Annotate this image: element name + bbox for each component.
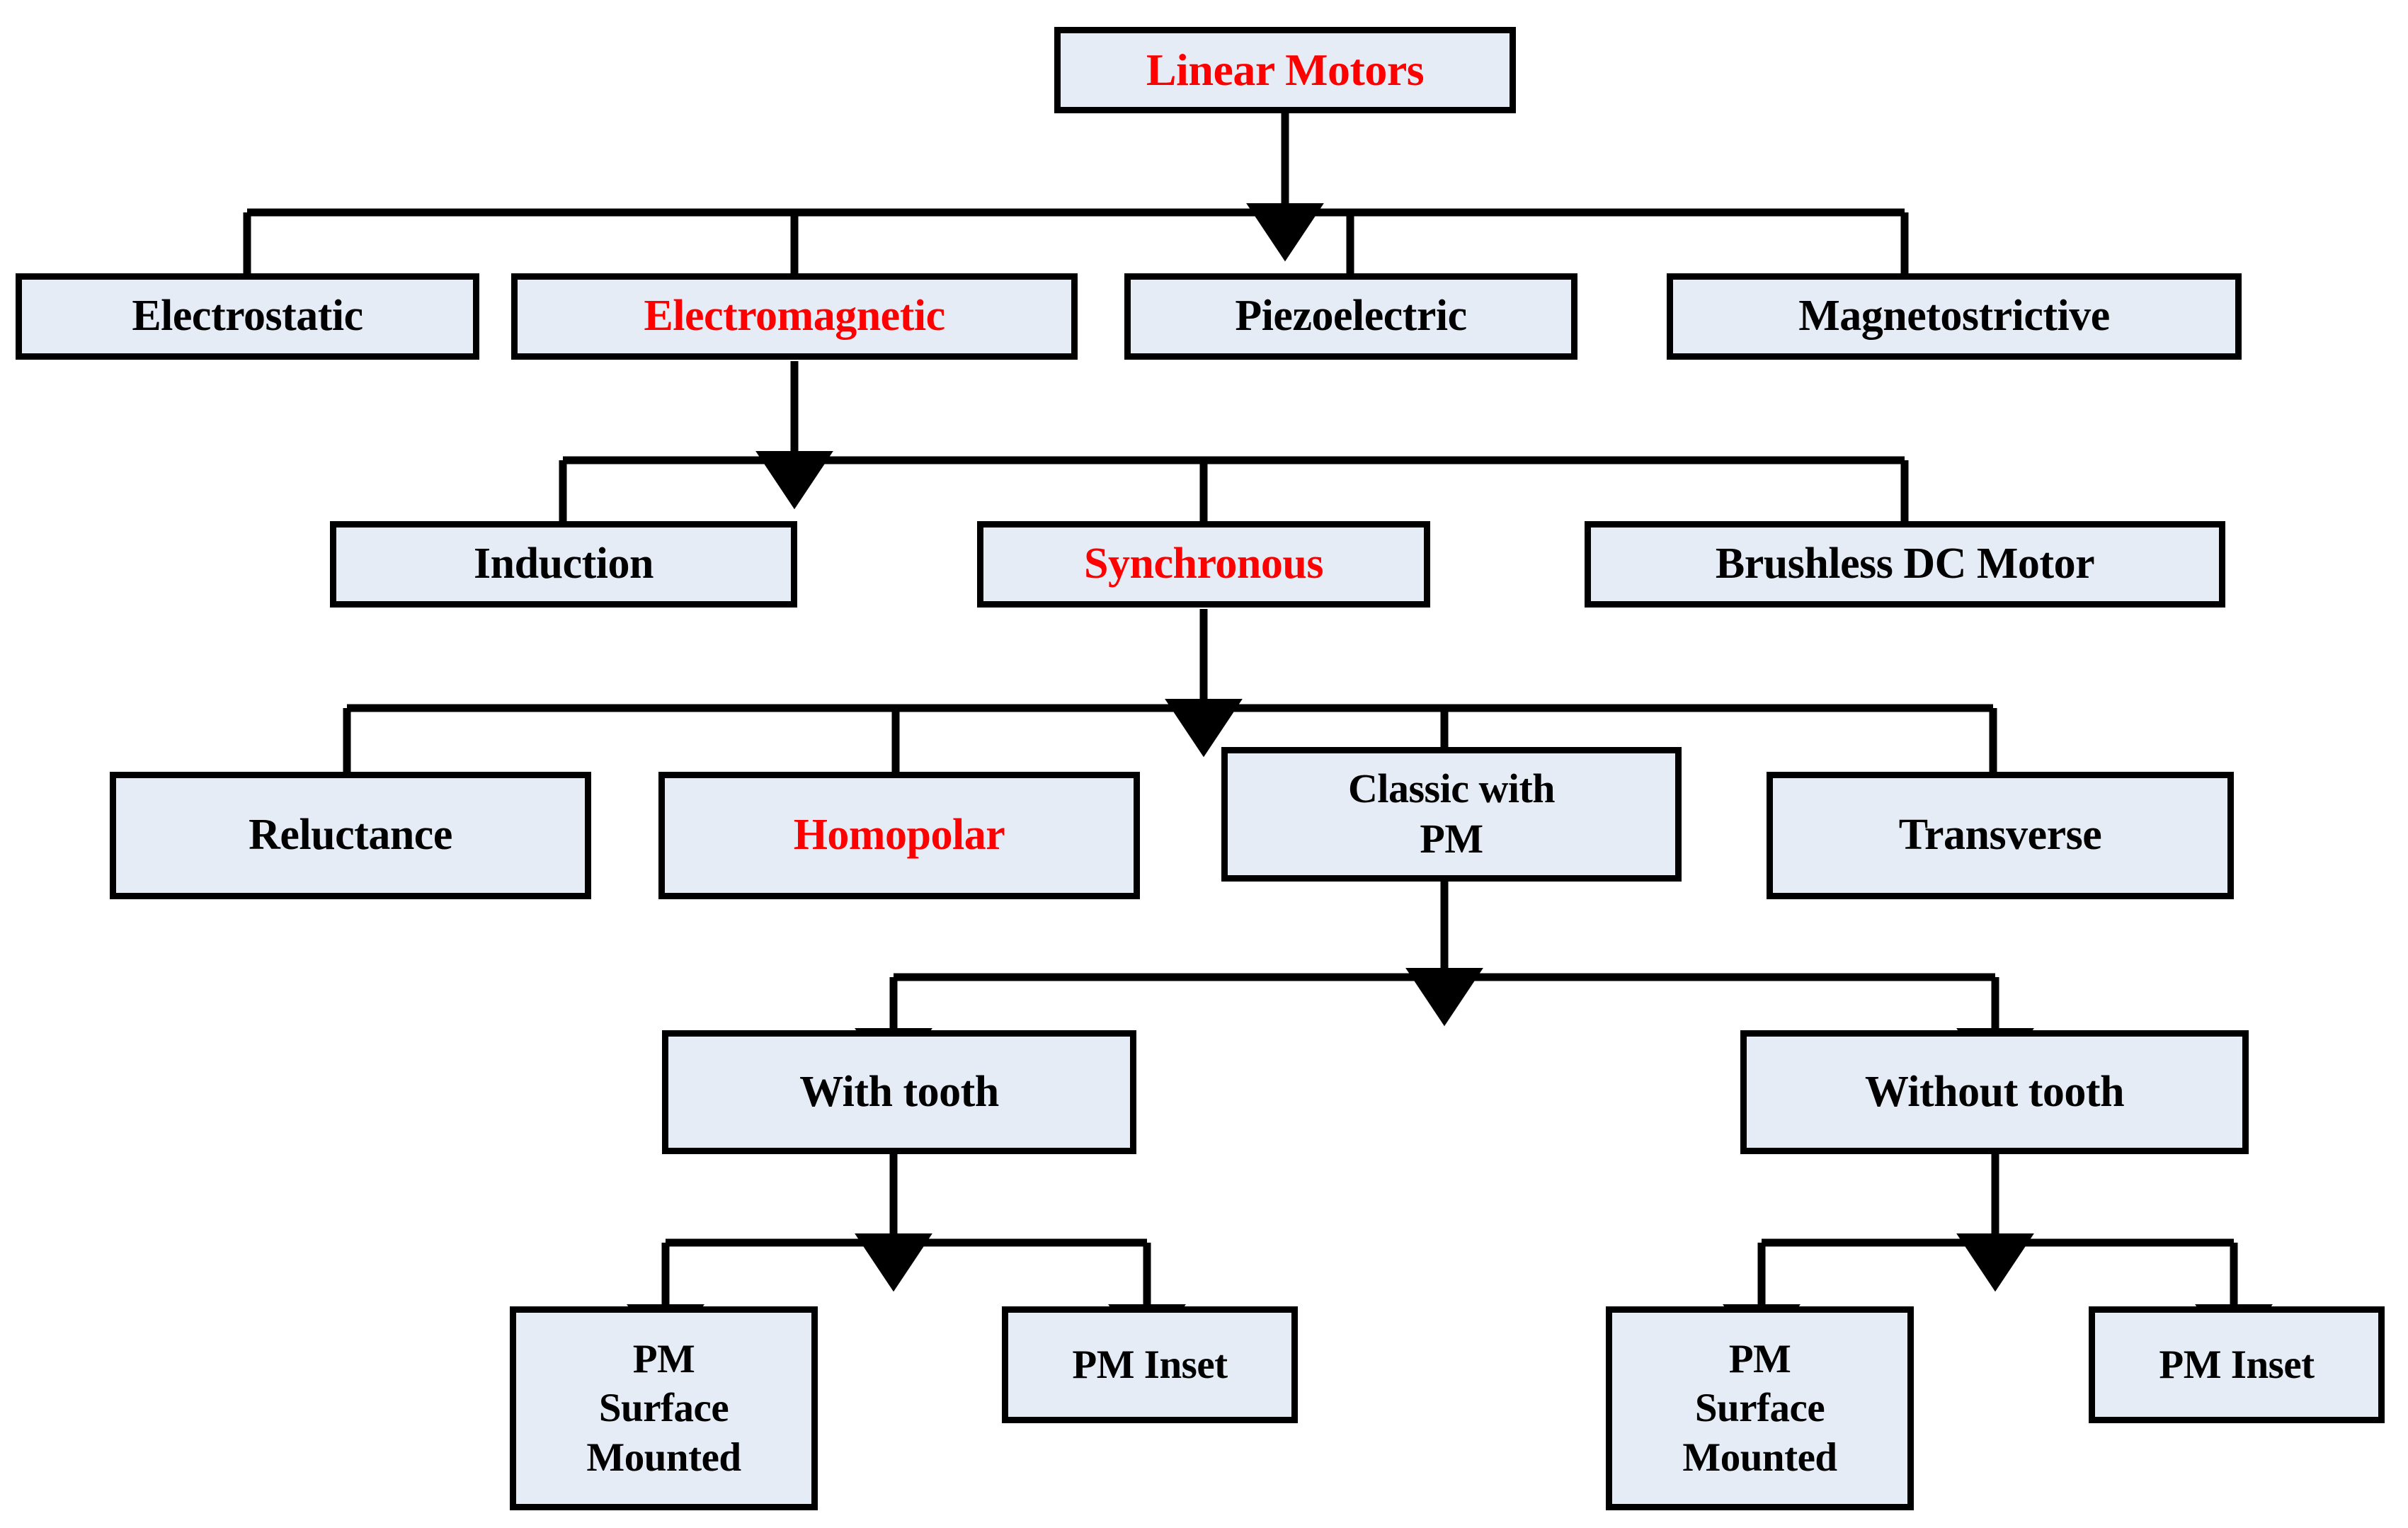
node-electromagnetic[interactable]: Electromagnetic bbox=[511, 273, 1078, 360]
node-label: Without tooth bbox=[1864, 1067, 2125, 1116]
node-synchronous[interactable]: Synchronous bbox=[977, 521, 1430, 608]
node-label: Brushless DC Motor bbox=[1715, 540, 2095, 588]
node-label: With tooth bbox=[799, 1067, 999, 1116]
node-label: PM Inset bbox=[2159, 1342, 2315, 1387]
node-label: Linear Motors bbox=[1146, 44, 1425, 95]
node-pm-inset-left[interactable]: PM Inset bbox=[1002, 1306, 1298, 1423]
node-pm-surface-mounted-left[interactable]: PM Surface Mounted bbox=[510, 1306, 818, 1510]
node-induction[interactable]: Induction bbox=[330, 521, 797, 608]
node-piezoelectric[interactable]: Piezoelectric bbox=[1124, 273, 1577, 360]
node-label: Synchronous bbox=[1084, 540, 1323, 588]
node-label: PM Surface Mounted bbox=[1682, 1336, 1837, 1480]
node-label: Induction bbox=[474, 540, 654, 588]
node-label: Piezoelectric bbox=[1235, 292, 1467, 341]
node-magnetostrictive[interactable]: Magnetostrictive bbox=[1667, 273, 2242, 360]
node-reluctance[interactable]: Reluctance bbox=[110, 772, 591, 899]
node-homopolar[interactable]: Homopolar bbox=[658, 772, 1140, 899]
node-label: Reluctance bbox=[249, 811, 452, 860]
node-linear-motors[interactable]: Linear Motors bbox=[1054, 27, 1516, 113]
node-label: Magnetostrictive bbox=[1798, 292, 2110, 341]
node-brushless-dc-motor[interactable]: Brushless DC Motor bbox=[1585, 521, 2225, 608]
node-pm-inset-right[interactable]: PM Inset bbox=[2089, 1306, 2385, 1423]
node-classic-with-pm[interactable]: Classic with PM bbox=[1221, 747, 1682, 882]
node-with-tooth[interactable]: With tooth bbox=[662, 1030, 1136, 1154]
node-label: Electromagnetic bbox=[644, 292, 945, 341]
node-label: Electrostatic bbox=[132, 292, 363, 341]
node-label: PM Surface Mounted bbox=[586, 1336, 741, 1480]
node-without-tooth[interactable]: Without tooth bbox=[1740, 1030, 2249, 1154]
node-label: Homopolar bbox=[793, 811, 1005, 860]
node-pm-surface-mounted-right[interactable]: PM Surface Mounted bbox=[1606, 1306, 1914, 1510]
node-transverse[interactable]: Transverse bbox=[1767, 772, 2234, 899]
node-label: PM Inset bbox=[1072, 1342, 1228, 1387]
node-label: Transverse bbox=[1898, 811, 2102, 860]
node-electrostatic[interactable]: Electrostatic bbox=[16, 273, 479, 360]
node-label: Classic with PM bbox=[1347, 765, 1556, 862]
